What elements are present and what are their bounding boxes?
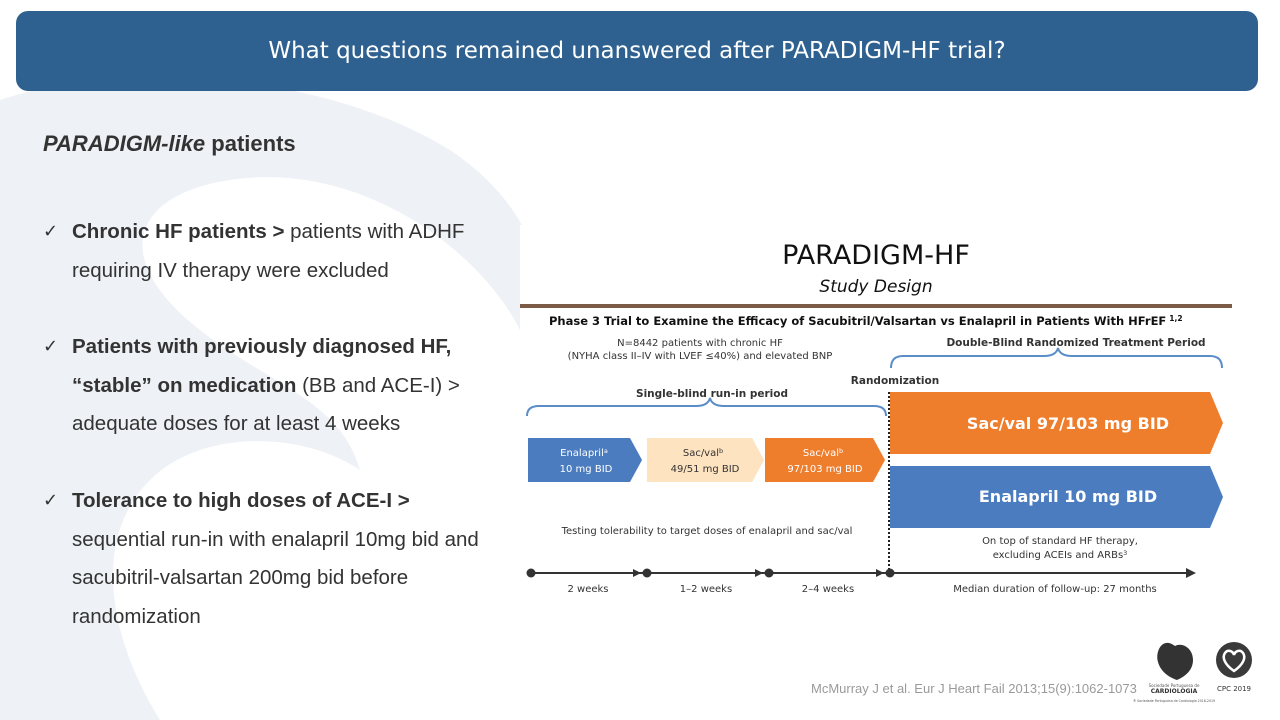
double-blind-label: Double-Blind Randomized Treatment Period [946, 337, 1205, 349]
section-heading: PARADIGM-like patients [43, 131, 296, 157]
timeline-arrowhead [633, 569, 641, 577]
step-sacval-high [765, 438, 885, 482]
step-enalapril-line-2: 10 mg BID [560, 464, 613, 475]
single-blind-brace [526, 397, 887, 417]
citation: McMurray J et al. Eur J Heart Fail 2013;… [811, 681, 1137, 696]
spc-logo-line-2: CARDIOLOGIA [1151, 688, 1198, 695]
spc-logo-line-3: ® Sociedade Portuguesa de Cardiologia 20… [1133, 699, 1215, 703]
spc-logo-line-1: Sociedade Portuguesa de [1149, 683, 1200, 688]
arm-enalapril-label: Enalapril 10 mg BID [979, 487, 1157, 506]
title-rule [520, 304, 1232, 308]
background-therapy-line-2: excluding ACEIs and ARBs3 [993, 549, 1128, 561]
bullet-bold: Tolerance to high doses of ACE-I > [72, 489, 410, 512]
population-line-1: N=8442 patients with chronic HF [617, 338, 783, 349]
step-sacval-low [647, 438, 764, 482]
section-heading-rest: patients [205, 131, 296, 156]
bullet-text: (BB and ACE-I) > adequate doses for at l… [72, 373, 460, 436]
bullet-item: ✓ Patients with previously diagnosed HF,… [43, 328, 503, 444]
timeline-arrowhead [755, 569, 763, 577]
slide-title-banner: What questions remained unanswered after… [16, 11, 1258, 91]
single-blind-label: Single-blind run-in period [636, 388, 788, 400]
timeline-node [885, 568, 895, 578]
step-sacval-high-line-1: Sac/valb [803, 447, 843, 459]
arm-enalapril [890, 466, 1223, 528]
step-enalapril [528, 438, 642, 482]
timeline-label-1: 2 weeks [567, 584, 608, 595]
checkmark-icon: ✓ [43, 336, 59, 357]
randomization-label: Randomization [851, 375, 939, 387]
step-sacval-low-line-1: Sac/valb [683, 447, 723, 459]
step-sacval-low-line-2: 49/51 mg BID [671, 464, 740, 475]
timeline-node [764, 568, 774, 578]
checkmark-icon: ✓ [43, 490, 59, 511]
timeline-node [642, 568, 652, 578]
bullet-bold: Chronic HF patients > [72, 220, 285, 243]
cpc-logo-label: CPC 2019 [1217, 685, 1251, 693]
timeline-label-2: 1–2 weeks [680, 584, 732, 595]
timeline-arrowhead [876, 569, 884, 577]
timeline-label-3: 2–4 weeks [802, 584, 854, 595]
background-therapy-line-1: On top of standard HF therapy, [982, 536, 1138, 547]
cpc-logo-icon [1216, 642, 1252, 678]
bullet-item: ✓ Chronic HF patients > patients with AD… [43, 213, 503, 290]
step-enalapril-line-1: Enalaprila [560, 447, 608, 459]
population-line-2: (NYHA class II–IV with LVEF ≤40%) and el… [568, 351, 833, 362]
slide-title: What questions remained unanswered after… [268, 38, 1006, 64]
diagram-subtitle: Study Design [819, 277, 932, 297]
cpc-heart-icon [1222, 649, 1246, 673]
testing-note: Testing tolerability to target doses of … [561, 526, 853, 537]
arm-sacval [890, 392, 1223, 454]
bullet-text: sequential run-in with enalapril 10mg bi… [72, 527, 479, 628]
arm-sacval-label: Sac/val 97/103 mg BID [967, 414, 1169, 433]
section-heading-italic: PARADIGM-like [43, 131, 206, 156]
checkmark-icon: ✓ [43, 221, 59, 242]
diagram-title: PARADIGM-HF [782, 240, 970, 271]
bullet-bold: Patients with previously diagnosed HF, “… [72, 335, 452, 397]
timeline-label-4: Median duration of follow-up: 27 months [953, 584, 1157, 595]
timeline-arrowhead [1186, 568, 1196, 578]
timeline-node [526, 568, 536, 578]
bullet-item: ✓ Tolerance to high doses of ACE-I > seq… [43, 482, 503, 636]
spc-heart-logo-icon [1157, 642, 1193, 680]
step-sacval-high-line-2: 97/103 mg BID [787, 464, 862, 475]
diagram-heading: Phase 3 Trial to Examine the Efficacy of… [549, 314, 1183, 328]
double-blind-brace [890, 347, 1223, 369]
background-swirl [0, 77, 540, 720]
bullet-text: patients with ADHF requiring IV therapy … [72, 220, 465, 282]
